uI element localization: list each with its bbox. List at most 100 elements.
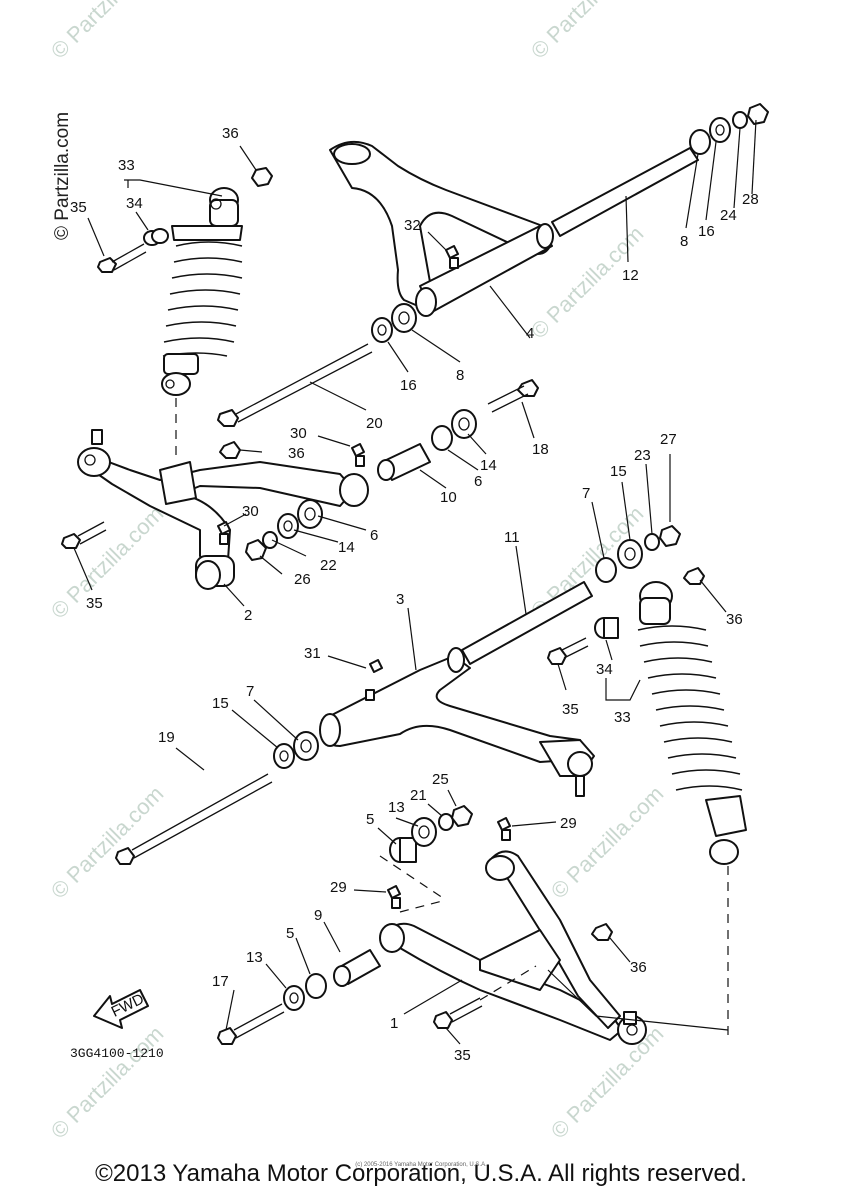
collar-10 — [377, 443, 431, 481]
upper-arm-2 — [77, 429, 369, 590]
callout-24: 24 — [720, 207, 737, 224]
bolt-35-upper — [97, 243, 147, 273]
nut-28 — [747, 103, 769, 125]
callout-13: 13 — [388, 799, 405, 816]
leader-lines — [73, 119, 757, 1045]
callout-30: 30 — [290, 425, 307, 442]
callout-11: 11 — [504, 529, 520, 546]
watermark: © Partzilla.com — [546, 781, 669, 904]
shock-absorber-lower-right — [637, 581, 747, 865]
bushing-6-mid — [297, 499, 323, 529]
part-code-label: 3GG4100-1210 — [70, 1046, 164, 1061]
callout-2: 2 — [244, 607, 252, 624]
callout-3: 3 — [396, 591, 404, 608]
washer-16-center — [371, 317, 393, 343]
bolt-path-line — [479, 965, 537, 1001]
callout-36: 36 — [630, 959, 647, 976]
callout-7: 7 — [246, 683, 254, 700]
washer-14-upper — [451, 409, 477, 439]
grease-nipple-29-lower — [387, 885, 401, 909]
callout-36: 36 — [222, 125, 239, 142]
callout-30: 30 — [242, 503, 259, 520]
watermark: © Partzilla.com — [46, 0, 169, 64]
bushing-5-lower — [305, 973, 327, 999]
callout-15: 15 — [212, 695, 229, 712]
washer-13-upper — [411, 817, 437, 847]
callout-18: 18 — [532, 441, 549, 458]
callout-8: 8 — [456, 367, 464, 384]
callout-20: 20 — [366, 415, 383, 432]
callout-numbers: 36 33 34 35 32 4 12 8 16 24 28 16 8 20 1… — [70, 125, 759, 1064]
collar-9 — [333, 949, 381, 987]
bolt-18 — [487, 379, 539, 413]
nut-36-upper — [251, 167, 273, 187]
callout-33: 33 — [118, 157, 135, 174]
washer-15-left — [273, 743, 295, 769]
callout-22: 22 — [320, 557, 337, 574]
upper-arm-4 — [329, 140, 554, 317]
callout-35: 35 — [454, 1047, 471, 1064]
callout-34: 34 — [126, 195, 143, 212]
callout-16: 16 — [698, 223, 715, 240]
callout-29: 29 — [560, 815, 577, 832]
bushing-5-upper — [389, 837, 417, 863]
callout-9: 9 — [314, 907, 322, 924]
nut-36-lower-right — [683, 567, 705, 585]
callout-8: 8 — [680, 233, 688, 250]
callout-17: 17 — [212, 973, 229, 990]
shaft-11 — [461, 581, 593, 665]
callout-31: 31 — [304, 645, 321, 662]
shaft-12 — [551, 147, 699, 237]
side-watermark: © Partzilla.com — [52, 111, 73, 240]
callout-14: 14 — [338, 539, 355, 556]
grease-nipple-30-upper — [351, 443, 365, 467]
washer-21 — [438, 813, 454, 831]
grease-nipple-31 — [365, 659, 383, 701]
bushing-7-right — [595, 557, 617, 583]
grease-nipple-29-upper — [497, 817, 511, 841]
washer-16-upper-right — [709, 117, 731, 143]
callout-36: 36 — [288, 445, 305, 462]
tiny-copyright: (c) 2005-2016 Yamaha Motor Corporation, … — [355, 1162, 487, 1168]
bolt-17 — [217, 1003, 285, 1045]
callout-33: 33 — [614, 709, 631, 726]
callout-1: 1 — [390, 1015, 398, 1032]
bolt-20 — [217, 343, 373, 427]
copyright-footer: ©2013 Yamaha Motor Corporation, U.S.A. A… — [95, 1160, 747, 1187]
bushing-34-upper — [143, 228, 169, 246]
nut-36-mid — [219, 441, 241, 459]
callout-35: 35 — [562, 701, 579, 718]
nut-27 — [659, 525, 681, 547]
callout-29: 29 — [330, 879, 347, 896]
lower-arm-1 — [379, 850, 647, 1045]
washer-14-mid — [277, 513, 299, 539]
callout-34: 34 — [596, 661, 613, 678]
bolt-35-mid — [61, 521, 107, 549]
watermark: © Partzilla.com — [46, 781, 169, 904]
callout-25: 25 — [432, 771, 449, 788]
shock-absorber-upper-left — [161, 187, 243, 396]
fwd-arrow-icon: FWD — [93, 989, 149, 1029]
nut-36-bottom — [591, 923, 613, 941]
watermark: © Partzilla.com — [46, 501, 169, 624]
bushing-7-left — [293, 731, 319, 761]
washer-23 — [644, 533, 660, 551]
callout-6: 6 — [370, 527, 378, 544]
callout-16: 16 — [400, 377, 417, 394]
pivot-guide-lines — [379, 855, 447, 913]
callout-6: 6 — [474, 473, 482, 490]
callout-35: 35 — [86, 595, 103, 612]
callout-12: 12 — [622, 267, 639, 284]
callout-27: 27 — [660, 431, 677, 448]
callout-4: 4 — [526, 325, 534, 342]
callout-5: 5 — [366, 811, 374, 828]
callout-13: 13 — [246, 949, 263, 966]
callout-19: 19 — [158, 729, 175, 746]
nut-25 — [451, 805, 473, 827]
grease-nipple-32 — [445, 245, 459, 269]
callout-36: 36 — [726, 611, 743, 628]
callout-10: 10 — [440, 489, 457, 506]
bolt-35-lower-right — [547, 637, 589, 665]
bolt-35-bottom — [433, 997, 483, 1029]
